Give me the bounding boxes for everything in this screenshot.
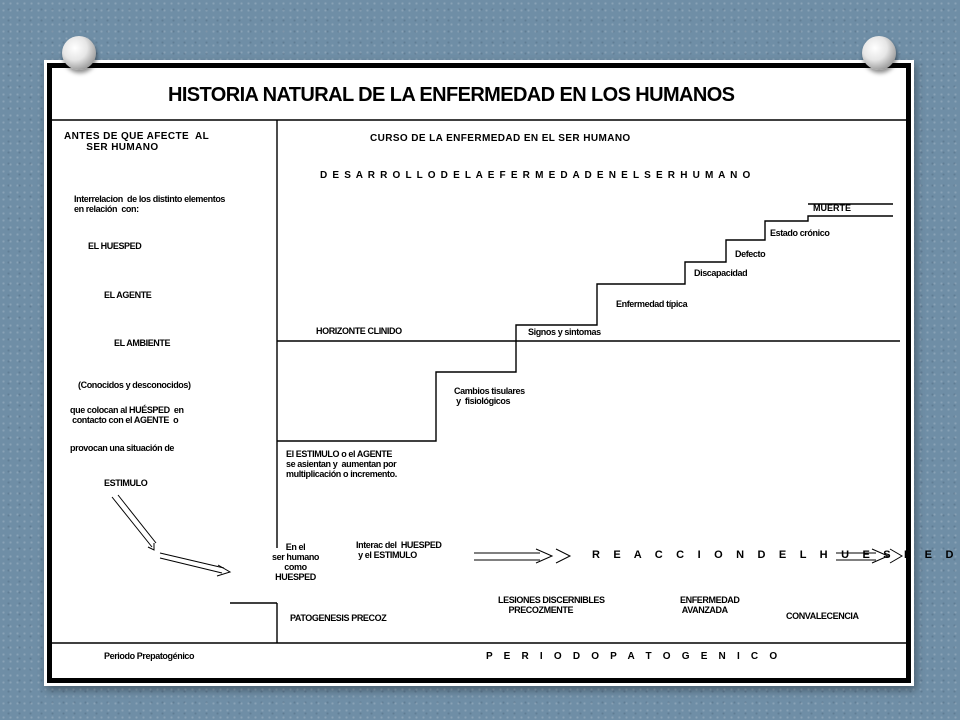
pushpin-left-icon (62, 36, 96, 70)
stage-signos: Signos y sintomas (528, 327, 601, 337)
stage-estado-cronico: Estado crónico (770, 228, 830, 238)
page-title: HISTORIA NATURAL DE LA ENFERMEDAD EN LOS… (168, 84, 735, 106)
estimulo-label: ESTIMULO (104, 478, 148, 488)
enfermedad-avanzada-label: ENFERMEDAD AVANZADA (680, 595, 740, 615)
prepatogenico-label: Periodo Prepatogénico (104, 651, 195, 661)
stage-discapacidad: Discapacidad (694, 268, 748, 278)
en-el-ser-humano-text: En el ser humano como HUESPED (272, 542, 320, 582)
curso-header: CURSO DE LA ENFERMEDAD EN EL SER HUMANO (370, 133, 631, 144)
left-header: ANTES DE QUE AFECTE AL SER HUMANO (64, 131, 210, 153)
stage-enfermedad-tipica: Enfermedad típica (616, 299, 688, 309)
patogenico-label: P E R I O D O P A T O G E N I C O (486, 651, 782, 662)
stage-muerte: MUERTE (813, 203, 851, 213)
stage-cambios: Cambios tisulares y fisiológicos (454, 386, 525, 406)
interrelation-text: Interrelacion de los distinto elementos … (74, 194, 226, 214)
ambiente-label: EL AMBIENTE (114, 338, 171, 348)
convalecencia-label: CONVALECENCIA (786, 611, 859, 621)
pushpin-right-icon (862, 36, 896, 70)
agente-label: EL AGENTE (104, 290, 152, 300)
huesped-label: EL HUESPED (88, 241, 142, 251)
provocan-text: provocan una situación de (70, 443, 175, 453)
estimulo-agente-text: El ESTIMULO o el AGENTE se asientan y au… (286, 449, 397, 479)
patogenesis-precoz-label: PATOGENESIS PRECOZ (290, 613, 387, 623)
que-colocan-text: que colocan al HUÉSPED en contacto con e… (70, 405, 184, 425)
diagram-frame (47, 63, 911, 683)
lesiones-label: LESIONES DISCERNIBLES PRECOZMENTE (498, 595, 605, 615)
reaccion-label: R E A C C I O N D E L H U E S P E D (592, 549, 959, 561)
desarrollo-header: D E S A R R O L L O D E L A E F E R M E … (320, 170, 752, 181)
stage-defecto: Defecto (735, 249, 766, 259)
conocidos-text: (Conocidos y desconocidos) (78, 380, 191, 390)
horizonte-clinico-label: HORIZONTE CLINIDO (316, 326, 402, 336)
interaccion-text: Interac del HUESPED y el ESTIMULO (356, 540, 442, 560)
